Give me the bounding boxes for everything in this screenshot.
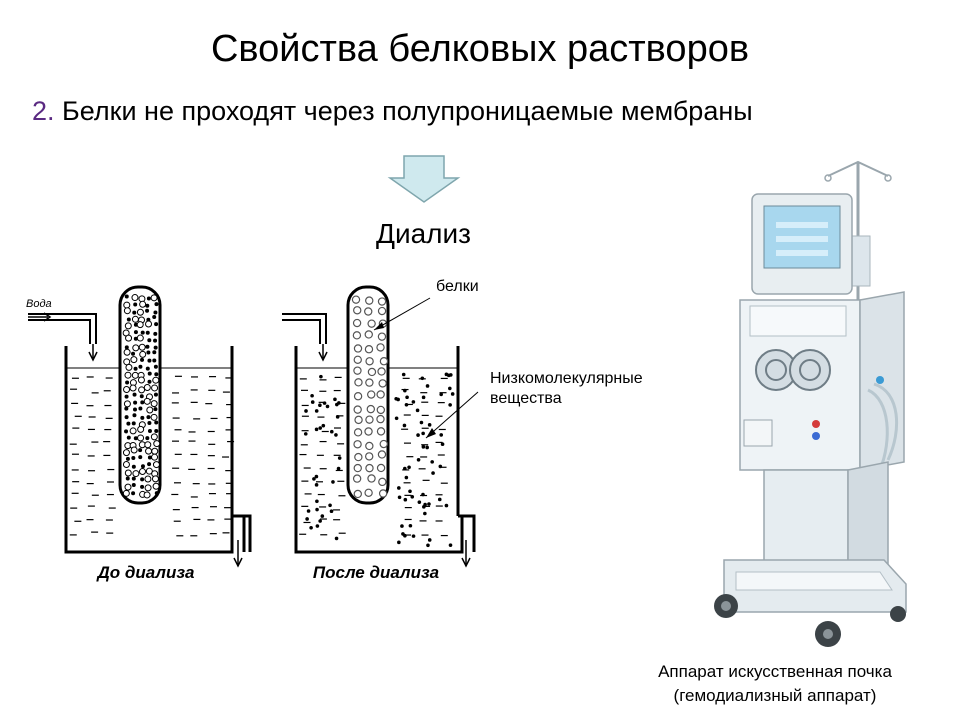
machine-caption-line1: Аппарат искусственная почка xyxy=(658,662,892,681)
point-2: 2. Белки не проходят через полупроницаем… xyxy=(32,96,753,127)
hemodialysis-machine-image xyxy=(714,160,907,647)
low-molecular-label: Низкомолекулярные вещества xyxy=(490,369,643,409)
before-dialysis-label: До диализа xyxy=(95,563,194,582)
water-label: Вода xyxy=(26,298,52,310)
machine-caption: Аппарат искусственная почка (гемодиализн… xyxy=(610,660,940,708)
proteins-label: белки xyxy=(436,278,479,295)
dialysis-label: Диализ xyxy=(376,218,471,249)
down-arrow-icon xyxy=(387,155,461,203)
slide-title: Свойства белковых растворов xyxy=(210,28,750,70)
low-molecular-line2: вещества xyxy=(490,390,562,407)
point-text: Белки не проходят через полупроницаемые … xyxy=(62,96,753,126)
after-dialysis-vessel xyxy=(282,285,476,568)
machine-caption-line2: (гемодиализный аппарат) xyxy=(673,686,877,705)
point-number: 2. xyxy=(32,96,55,126)
proteins-pointer xyxy=(373,297,431,331)
before-dialysis-vessel xyxy=(28,285,252,568)
after-dialysis-label: После диализа xyxy=(313,563,439,582)
low-molecular-pointer xyxy=(425,391,479,439)
low-molecular-line1: Низкомолекулярные xyxy=(490,370,643,387)
